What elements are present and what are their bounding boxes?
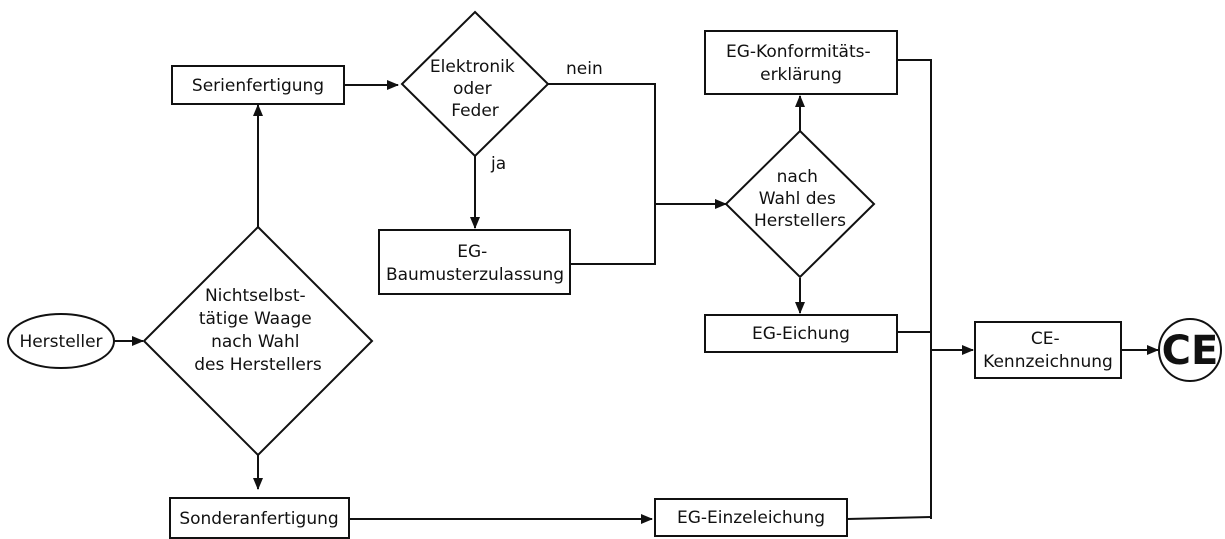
node-einzeleichung: EG-Einzeleichung: [654, 498, 848, 537]
node-konformitaet-label: EG-Konformitäts- erklärung: [726, 42, 876, 85]
node-wahl-line-2: Wahl des: [759, 189, 836, 209]
node-serienfertigung-label: Serienfertigung: [192, 76, 324, 96]
edge-baumuster-junction: [570, 204, 656, 265]
node-waage-line-1: Nichtselbst-: [205, 286, 306, 306]
node-waage-line-3: nach Wahl: [211, 332, 299, 352]
node-wahl-line-1: nach: [777, 167, 818, 187]
node-ce-kennzeichnung-label: CE- Kennzeichnung: [983, 329, 1113, 372]
node-konformitaet: EG-Konformitäts- erklärung: [704, 30, 898, 95]
node-wahl-line-3: Herstellers: [754, 211, 846, 231]
node-elektronik-line-3: Feder: [451, 101, 499, 121]
node-einzeleichung-label: EG-Einzeleichung: [677, 508, 825, 528]
node-wahl-label: nach Wahl des Herstellers: [754, 167, 846, 231]
node-ce-kennzeichnung-line-2: Kennzeichnung: [983, 352, 1113, 372]
node-hersteller-label: Hersteller: [19, 332, 102, 352]
node-eichung: EG-Eichung: [704, 314, 898, 353]
node-baumuster: EG- Baumusterzulassung: [378, 229, 571, 295]
node-baumuster-line-2: Baumusterzulassung: [386, 265, 564, 285]
node-wahl: nach Wahl des Herstellers: [724, 129, 876, 279]
node-sonderanfertigung-label: Sonderanfertigung: [179, 509, 338, 529]
node-waage: Nichtselbst- tätige Waage nach Wahl des …: [142, 225, 374, 457]
node-elektronik-label: Elektronik oder Feder: [430, 57, 520, 121]
ce-mark-label: CE: [1162, 328, 1219, 374]
node-elektronik: Elektronik oder Feder: [400, 10, 550, 158]
node-serienfertigung: Serienfertigung: [171, 65, 345, 105]
node-eichung-label: EG-Eichung: [752, 324, 850, 344]
node-sonderanfertigung: Sonderanfertigung: [169, 497, 350, 539]
node-konformitaet-line-1: EG-Konformitäts-: [726, 42, 871, 62]
node-elektronik-line-1: Elektronik: [430, 57, 515, 77]
label-ja: ja: [490, 154, 506, 174]
edge-elektronik-nein: [547, 83, 656, 204]
node-konformitaet-line-2: erklärung: [760, 65, 842, 85]
node-hersteller: Hersteller: [7, 313, 115, 369]
node-elektronik-line-2: oder: [453, 79, 492, 99]
node-waage-label: Nichtselbst- tätige Waage nach Wahl des …: [194, 286, 322, 375]
label-nein: nein: [566, 59, 603, 79]
node-ce-kennzeichnung: CE- Kennzeichnung: [974, 321, 1122, 379]
node-baumuster-line-1: EG-: [457, 242, 487, 262]
node-baumuster-label: EG- Baumusterzulassung: [386, 242, 564, 285]
edges: [114, 59, 1159, 524]
ce-mark-icon: CE: [1158, 318, 1222, 382]
node-ce-kennzeichnung-line-1: CE-: [1031, 329, 1060, 349]
edge-einzeleichung-bus: [846, 516, 932, 520]
node-waage-line-4: des Herstellers: [194, 355, 322, 375]
node-waage-line-2: tätige Waage: [199, 309, 312, 329]
